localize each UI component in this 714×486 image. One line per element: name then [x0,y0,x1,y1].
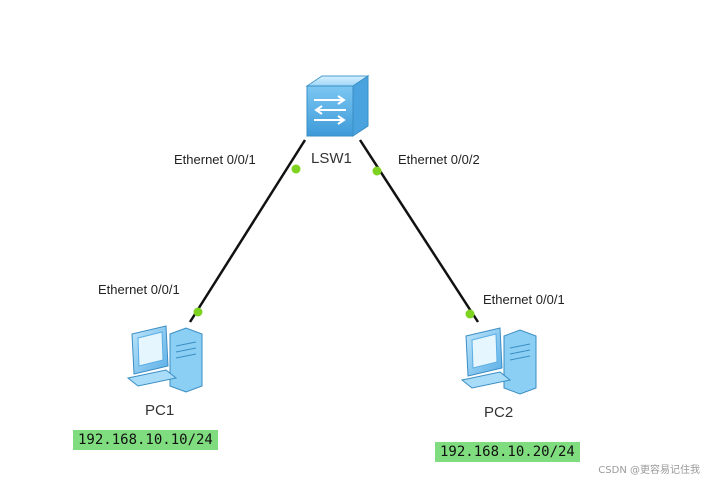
port-dot-pc1-eth001 [193,307,203,317]
lsw1-port-label-2: Ethernet 0/0/2 [398,152,480,167]
link-lsw1-pc1[interactable] [188,139,307,323]
pc-icon[interactable] [460,327,537,395]
pc1-ip-label: 192.168.10.10/24 [73,430,218,450]
switch-icon[interactable] [305,75,370,137]
pc-icon[interactable] [126,325,203,393]
watermark: CSDN @更容易记住我 [598,465,700,476]
pc2-ip-label: 192.168.10.20/24 [435,442,580,462]
pc2-name-label: PC2 [484,404,514,421]
switch-name-label: LSW1 [311,150,352,167]
port-dot-lsw1-eth002 [372,166,382,176]
port-dot-lsw1-eth001 [291,164,301,174]
pc1-name-label: PC1 [145,402,175,419]
port-dot-pc2-eth001 [465,309,475,319]
pc1-port-label: Ethernet 0/0/1 [98,282,180,297]
pc2-port-label: Ethernet 0/0/1 [483,292,565,307]
lsw1-port-label-1: Ethernet 0/0/1 [174,152,256,167]
